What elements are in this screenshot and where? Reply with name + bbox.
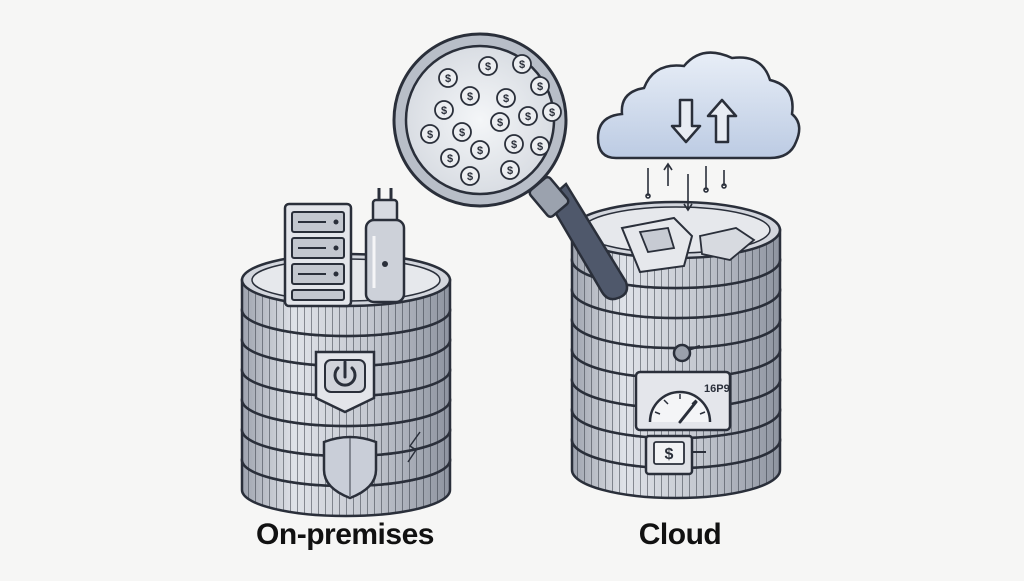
lens-dollar-coins: $$$$$$$$$$$$$$$$$$ <box>420 54 562 186</box>
svg-text:$: $ <box>549 107 555 119</box>
coin-crack <box>407 431 421 463</box>
svg-text:$: $ <box>507 165 513 177</box>
gauge-label: 16P9 <box>704 383 730 395</box>
upload-arrow-icon <box>706 98 738 144</box>
lens-coin: $ <box>542 102 562 122</box>
svg-text:$: $ <box>427 129 433 141</box>
svg-text:$: $ <box>485 61 491 73</box>
data-transfer-arrows <box>645 162 727 212</box>
lens-coin: $ <box>530 76 550 96</box>
svg-text:$: $ <box>525 111 531 123</box>
lens-coin: $ <box>434 100 454 120</box>
lens-coin: $ <box>530 136 550 156</box>
svg-text:$: $ <box>503 93 509 105</box>
on-premises-label: On-premises <box>256 518 434 551</box>
document-stack-icon <box>620 216 756 274</box>
svg-text:$: $ <box>467 91 473 103</box>
lens-coin: $ <box>496 88 516 108</box>
lens-coin: $ <box>452 122 472 142</box>
lens-coin: $ <box>478 56 498 76</box>
magnifier-icon: $$$$$$$$$$$$$$$$$$ <box>392 32 629 301</box>
svg-text:$: $ <box>537 141 543 153</box>
dollar-icon: $ <box>644 434 706 476</box>
cloud-icon <box>596 51 801 160</box>
svg-text:$: $ <box>441 105 447 117</box>
svg-text:$: $ <box>665 446 674 463</box>
gauge-icon: 16P9 <box>634 343 732 432</box>
download-arrow-icon <box>670 98 702 144</box>
svg-text:$: $ <box>445 73 451 85</box>
svg-text:$: $ <box>519 59 525 71</box>
lens-coin: $ <box>500 160 520 180</box>
lens-coin: $ <box>438 68 458 88</box>
lens-coin: $ <box>504 134 524 154</box>
svg-text:$: $ <box>537 81 543 93</box>
svg-text:$: $ <box>467 171 473 183</box>
lens-coin: $ <box>512 54 532 74</box>
svg-text:$: $ <box>511 139 517 151</box>
lens-coin: $ <box>420 124 440 144</box>
lens-coin: $ <box>440 148 460 168</box>
server-rack-icon <box>283 202 353 308</box>
shield-icon <box>322 435 378 500</box>
svg-text:$: $ <box>447 153 453 165</box>
svg-text:$: $ <box>497 117 503 129</box>
svg-text:$: $ <box>477 145 483 157</box>
power-icon <box>314 350 376 414</box>
lens-coin: $ <box>470 140 490 160</box>
lens-coin: $ <box>490 112 510 132</box>
plug-adapter-icon <box>364 188 406 304</box>
lens-coin: $ <box>460 86 480 106</box>
lens-coin: $ <box>460 166 480 186</box>
cloud-label: Cloud <box>638 518 722 551</box>
svg-text:$: $ <box>459 127 465 139</box>
lens-coin: $ <box>518 106 538 126</box>
